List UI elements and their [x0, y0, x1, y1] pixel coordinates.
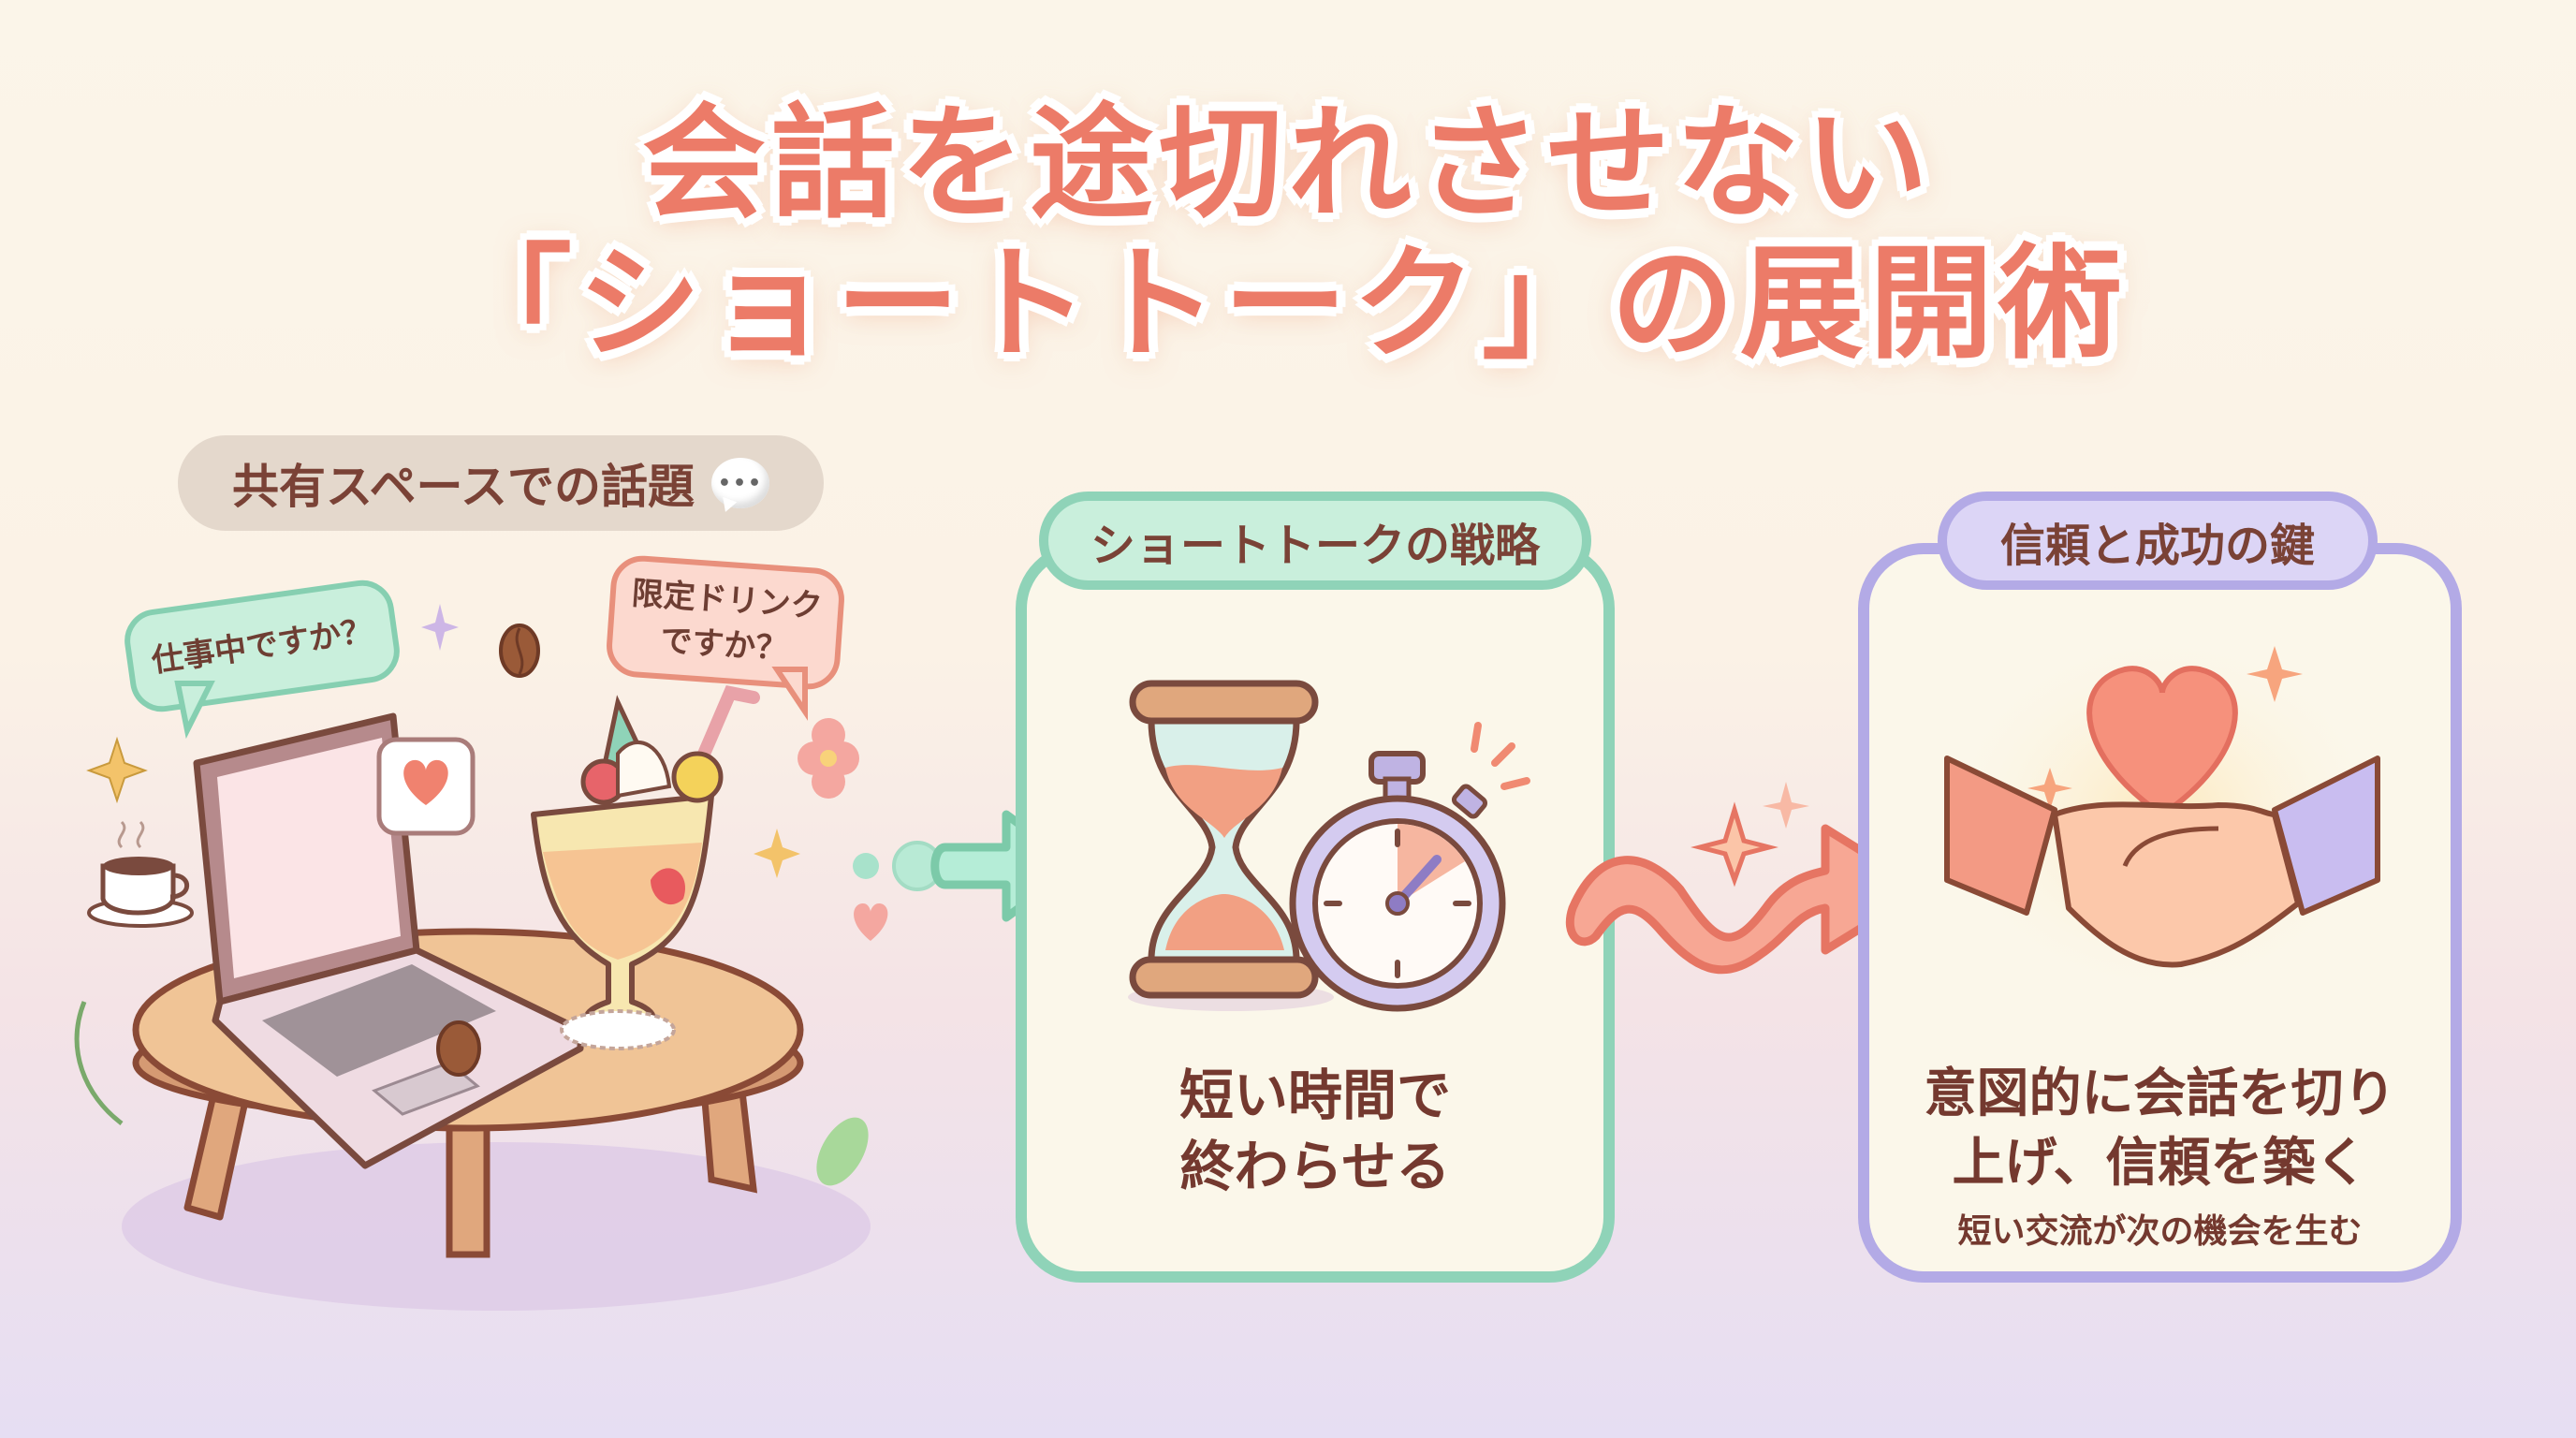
trust-label: 信頼と成功の鍵: [1999, 519, 2315, 572]
laptop-icon: [193, 712, 584, 1169]
strategy-text: 短い時間で 終わらせる: [1027, 1060, 1603, 1202]
title-line-1: 会話を途切れさせない: [642, 92, 1934, 236]
sparkle-icon: [2247, 646, 2303, 702]
trust-label-pill: 信頼と成功の鍵: [1938, 492, 2378, 590]
speech-tail-pink-icon: [771, 667, 808, 721]
speech-tail-green-icon: [174, 681, 215, 740]
trust-text-line2: 上げ、信頼を築く: [1952, 1133, 2368, 1194]
fruit-drink-icon: [531, 685, 760, 1050]
sparkle-icon: [86, 736, 148, 804]
sparkle-icon: [2027, 768, 2072, 810]
wavy-arrow-icon: [1565, 782, 1928, 975]
coffee-bean-icon: [436, 1020, 481, 1077]
heart-icon: [2086, 666, 2238, 818]
trust-text: 意図的に会話を切り 上げ、信頼を築く: [1869, 1060, 2451, 1198]
heart-chat-bubble-icon: [376, 737, 476, 836]
strategy-label-pill: ショートトークの戦略: [1039, 492, 1591, 590]
sparkle-purple-icon: [421, 604, 459, 651]
sparkle-icon: [1690, 801, 1778, 888]
sparkle-icon: [1763, 782, 1809, 829]
small-heart-icon: [854, 903, 888, 941]
strategy-text-line2: 終わらせる: [1179, 1135, 1451, 1198]
topic-label-pill: 共有スペースでの話題 •••: [178, 435, 824, 531]
trust-subtext: 短い交流が次の機会を生む: [1957, 1212, 2363, 1251]
strategy-text-line1: 短い時間で: [1178, 1064, 1451, 1127]
hourglass-icon: [1128, 680, 1334, 1011]
topic-label: 共有スペースでの話題: [232, 460, 695, 514]
sparkle-icon: [754, 829, 800, 878]
trust-text-line1: 意図的に会話を切り: [1924, 1064, 2396, 1124]
title-line-2: 「ショートトーク」の展開術: [448, 232, 2128, 376]
strategy-label: ショートトークの戦略: [1090, 519, 1540, 572]
stopwatch-icon: [1289, 722, 1530, 1012]
cafe-scene-illustration: [74, 685, 888, 1311]
leaf-icon: [816, 1117, 869, 1186]
handshake-heart-illustration: [1938, 646, 2387, 1020]
coffee-bean-floating-icon: [499, 624, 540, 678]
flower-icon: [798, 718, 859, 799]
speech-bubble-icon: •••: [711, 458, 769, 508]
coffee-cup-icon: [87, 820, 194, 928]
leaf-icon: [74, 1001, 124, 1125]
